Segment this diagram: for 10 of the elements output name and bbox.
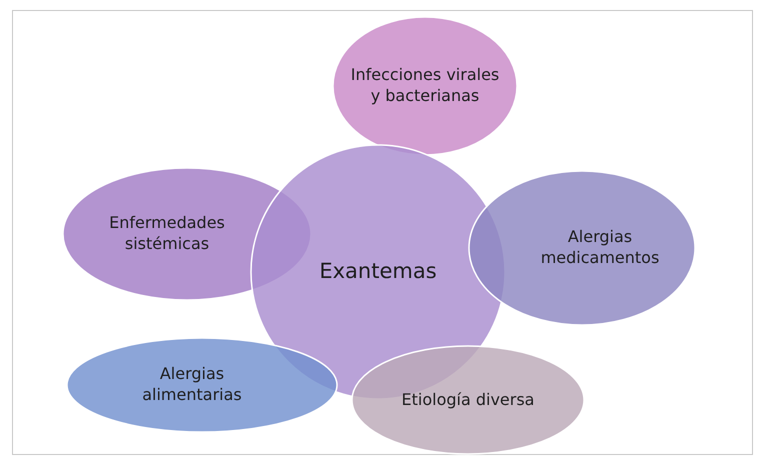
ellipse-node: [468, 170, 696, 326]
node-label: Enfermedades sistémicas: [108, 213, 226, 255]
node-label: Alergias alimentarias: [141, 364, 243, 406]
ellipse-node: [66, 337, 338, 433]
node-label: Alergias medicamentos: [540, 227, 660, 269]
ellipse-node: [332, 16, 518, 156]
ellipse-node: [351, 345, 585, 455]
node-label: Exantemas: [319, 258, 437, 286]
node-label: Etiología diversa: [402, 390, 534, 410]
node-label: Infecciones virales y bacterianas: [350, 65, 500, 107]
